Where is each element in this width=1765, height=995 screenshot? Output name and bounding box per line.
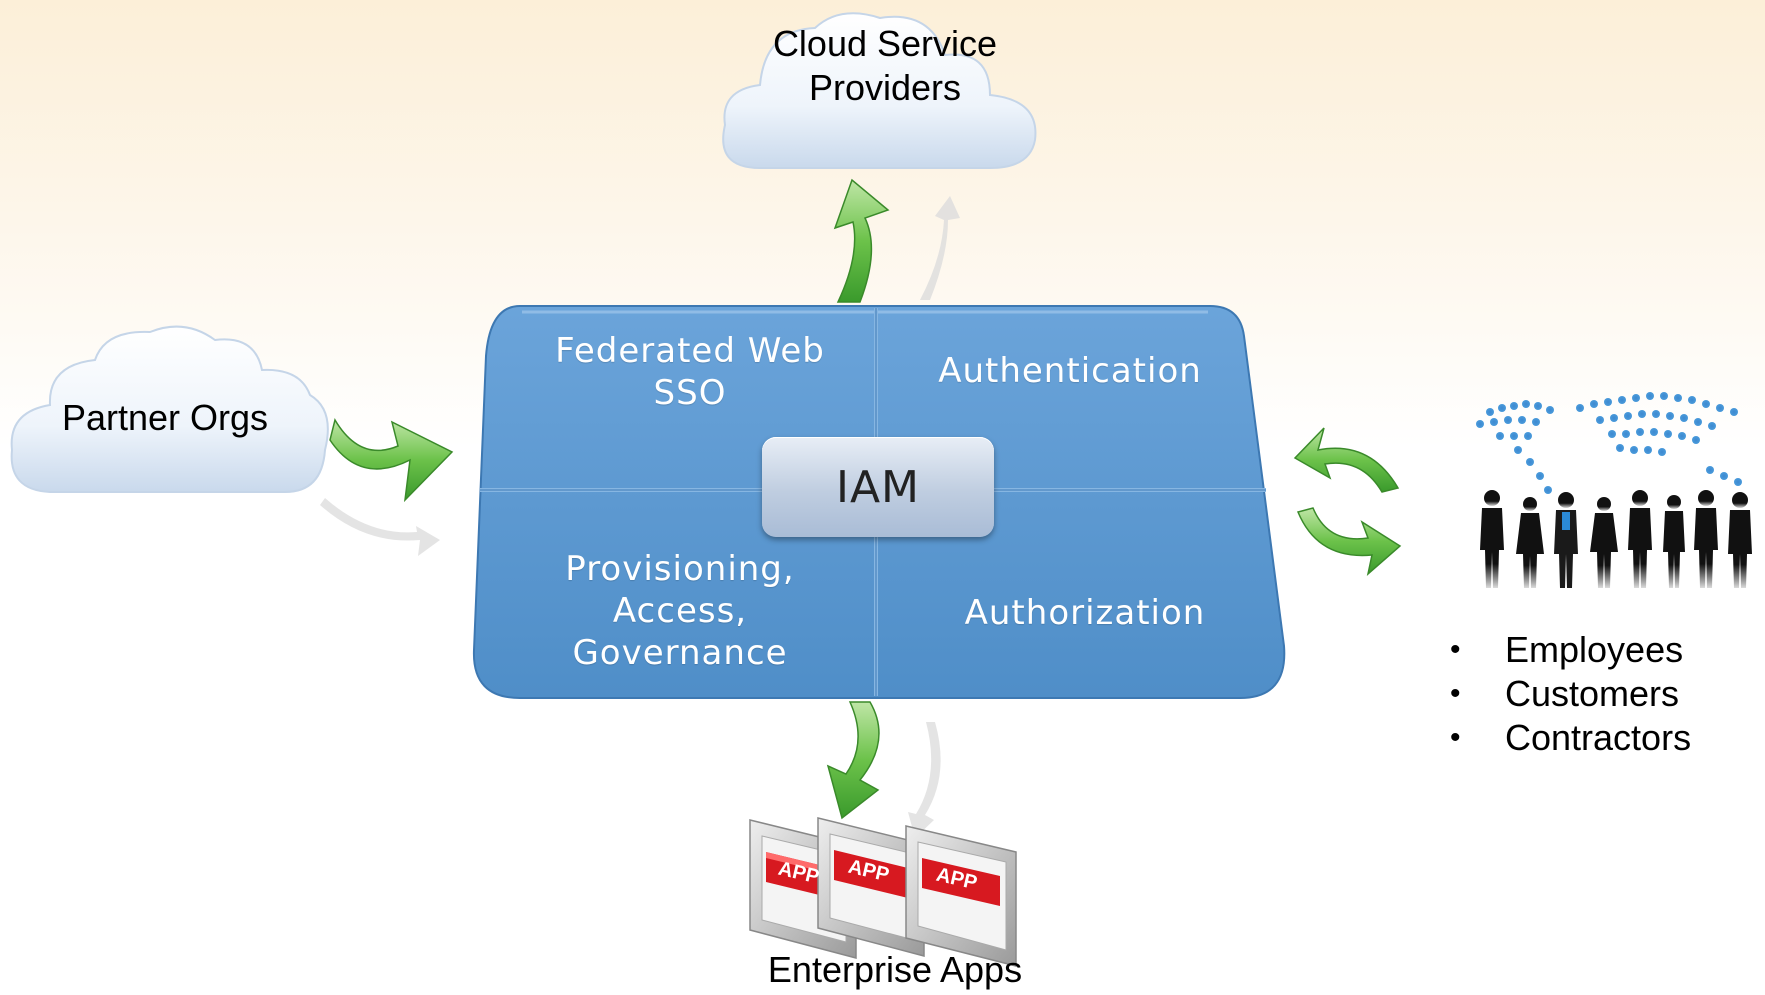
app-monitor-3 (905, 825, 1017, 967)
users-world-map-icon (1476, 392, 1742, 494)
arrow-up-to-cloud-icon (833, 178, 960, 303)
app-monitor-2 (817, 817, 925, 957)
quadrant-provisioning-access-governance: Provisioning, Access, Governance (565, 549, 795, 673)
user-type-item: •Customers (1450, 673, 1680, 714)
cloud-service-providers-cloud (722, 12, 1037, 169)
sync-arrows-icon (1293, 427, 1402, 577)
enterprise-apps-label: Enterprise Apps (767, 949, 1023, 990)
users-silhouettes-icon (1480, 490, 1752, 588)
cloud-service-providers-label: Cloud Service Providers (772, 23, 998, 108)
partner-orgs-cloud (10, 325, 329, 493)
iam-center-box: IAM (762, 437, 994, 537)
enterprise-apps-monitors (749, 817, 1017, 967)
user-type-item: •Contractors (1450, 717, 1692, 758)
quadrant-authentication: Authentication (938, 351, 1202, 391)
partner-orgs-label: Partner Orgs (61, 397, 269, 438)
arrow-down-to-apps-icon (826, 701, 941, 838)
arrow-partner-to-board-icon (320, 418, 454, 556)
user-types-list: •Employees •Customers •Contractors (1440, 628, 1691, 760)
quadrant-federated-web-sso: Federated Web SSO (555, 331, 825, 413)
iam-label: IAM (835, 461, 921, 513)
user-type-item: •Employees (1450, 629, 1684, 670)
quadrant-authorization: Authorization (964, 593, 1206, 633)
